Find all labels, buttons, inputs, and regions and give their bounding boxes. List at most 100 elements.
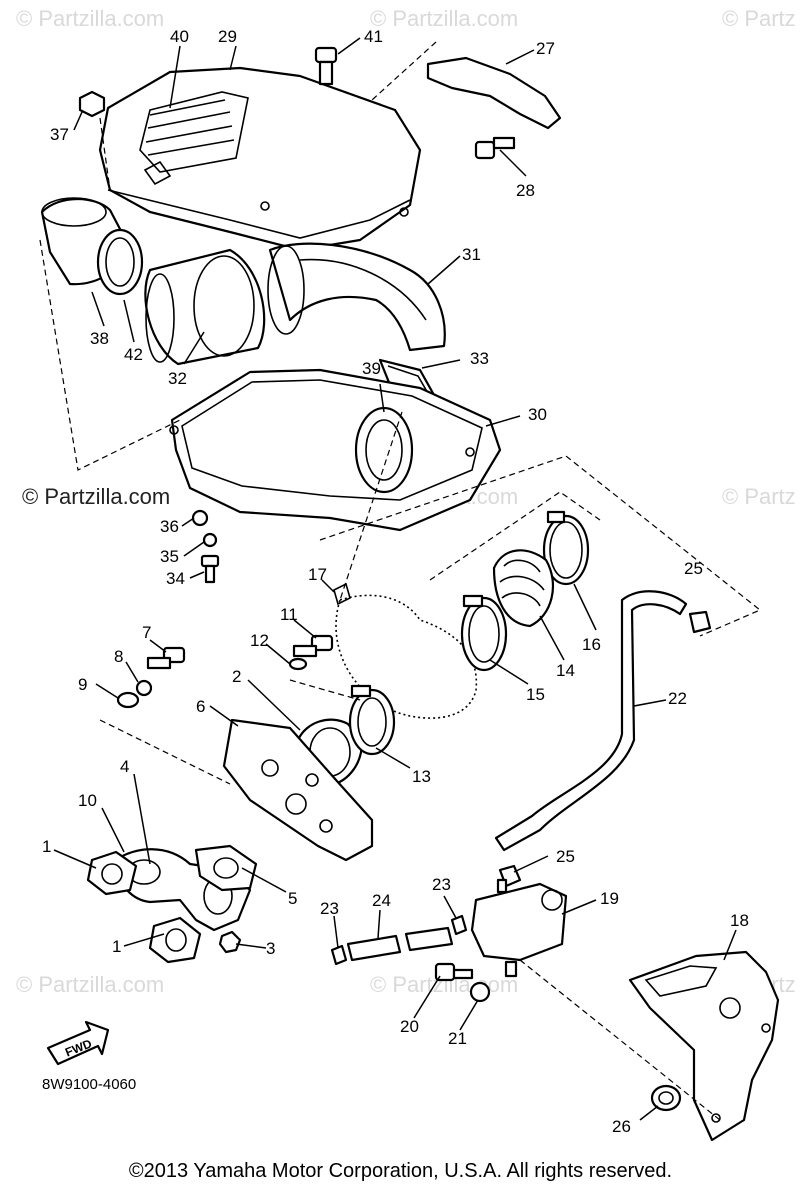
callout: 21 — [448, 1029, 467, 1048]
assembly-line — [339, 411, 403, 601]
breather-hose-22 — [494, 590, 688, 852]
grommet-26 — [650, 1084, 682, 1112]
callout: 9 — [78, 675, 87, 694]
clip-17 — [333, 582, 351, 606]
callout: 16 — [582, 635, 601, 654]
callout: 29 — [218, 27, 237, 46]
callout: 11 — [280, 605, 298, 624]
leader-lines — [53, 37, 737, 1121]
copyright-notice: ©2013 Yamaha Motor Corporation, U.S.A. A… — [128, 1160, 673, 1182]
callout: 22 — [668, 689, 687, 708]
bracket-27 — [426, 56, 562, 130]
diagram-part-code: 8W9100-4060 — [42, 1076, 137, 1093]
callout: 23 — [432, 875, 451, 894]
callout: 31 — [462, 245, 481, 264]
callout: 6 — [196, 697, 205, 716]
assembly-line — [39, 239, 181, 471]
callout: 8 — [114, 647, 123, 666]
clamp-23-left — [330, 944, 348, 966]
callout: 2 — [232, 667, 241, 686]
carburetor-outline — [335, 594, 478, 719]
callout: 35 — [160, 547, 179, 566]
bolt-7 — [146, 646, 186, 670]
callout: 23 — [320, 899, 339, 918]
gasket-1-upper — [86, 850, 138, 896]
tank-19 — [470, 878, 568, 978]
callout: 1 — [112, 937, 121, 956]
callout: 26 — [612, 1117, 631, 1136]
callout: 33 — [470, 349, 489, 368]
nut-37 — [78, 90, 106, 118]
callout: 5 — [288, 889, 297, 908]
washer-8 — [135, 679, 153, 697]
callout: 18 — [730, 911, 749, 930]
watermark: © Partzilla.com — [16, 6, 165, 31]
plate-6 — [222, 718, 374, 862]
callout: 39 — [362, 359, 381, 378]
callout: 34 — [166, 569, 185, 588]
callout: 37 — [50, 125, 69, 144]
clamp-23-right — [450, 914, 468, 936]
callout: 19 — [600, 889, 619, 908]
assembly-line — [289, 679, 361, 701]
assembly-line — [371, 41, 437, 101]
callout: 20 — [400, 1017, 419, 1036]
washer-12 — [288, 657, 308, 671]
callout: 42 — [124, 345, 143, 364]
watermark: © Partzilla.com — [370, 6, 519, 31]
elbow-duct-31 — [267, 242, 446, 352]
callout: 30 — [528, 405, 547, 424]
callout: 25 — [556, 847, 575, 866]
callout: 27 — [536, 39, 555, 58]
watermark: © Partzilla.com — [16, 972, 165, 997]
callout: 7 — [142, 623, 151, 642]
callout: 40 — [170, 27, 189, 46]
clamp-16 — [542, 510, 590, 586]
callout: 13 — [412, 767, 431, 786]
callout: 32 — [168, 369, 187, 388]
watermark: © Partz — [722, 484, 796, 509]
clip-25-upper — [688, 610, 712, 634]
duct-32 — [144, 248, 266, 366]
washer-21 — [469, 981, 491, 1003]
callout-labels: 40 29 41 27 37 28 31 38 42 32 33 39 30 3… — [42, 27, 749, 1136]
watermark: © Partz — [722, 6, 796, 31]
air-cleaner-cover — [98, 66, 422, 252]
clamp-15 — [460, 594, 508, 672]
callout: 17 — [308, 565, 327, 584]
callout: 3 — [266, 939, 275, 958]
washer-36 — [191, 509, 209, 527]
clamp-13 — [348, 684, 396, 756]
callout: 12 — [250, 631, 269, 650]
assembly-line — [99, 117, 111, 191]
callout: 4 — [120, 757, 129, 776]
callout: 15 — [526, 685, 545, 704]
assembly-line — [319, 455, 762, 637]
gasket-5 — [194, 844, 258, 892]
callout: 41 — [364, 27, 383, 46]
bolt-34 — [200, 554, 220, 584]
washer-35 — [202, 532, 218, 548]
assembly-line — [519, 959, 721, 1121]
callout: 36 — [160, 517, 179, 536]
bolt-28 — [474, 136, 516, 160]
callout: 28 — [516, 181, 535, 200]
carb-joint-14 — [492, 549, 554, 628]
callout: 10 — [78, 791, 97, 810]
washer-9 — [116, 691, 140, 709]
watermark: © Partzilla.com — [22, 484, 171, 509]
air-cleaner-case — [169, 368, 502, 532]
callout: 1 — [42, 837, 51, 856]
callout: 14 — [556, 661, 575, 680]
bolt-41 — [314, 46, 338, 86]
forward-arrow-icon: FWD — [46, 1020, 110, 1066]
callout: 24 — [372, 891, 391, 910]
callout: 25 — [684, 559, 703, 578]
assembly-line — [99, 719, 231, 785]
bracket-18 — [628, 950, 780, 1142]
clamp-42 — [96, 228, 144, 296]
bolt-11 — [292, 634, 334, 658]
assembly-line — [429, 491, 601, 581]
